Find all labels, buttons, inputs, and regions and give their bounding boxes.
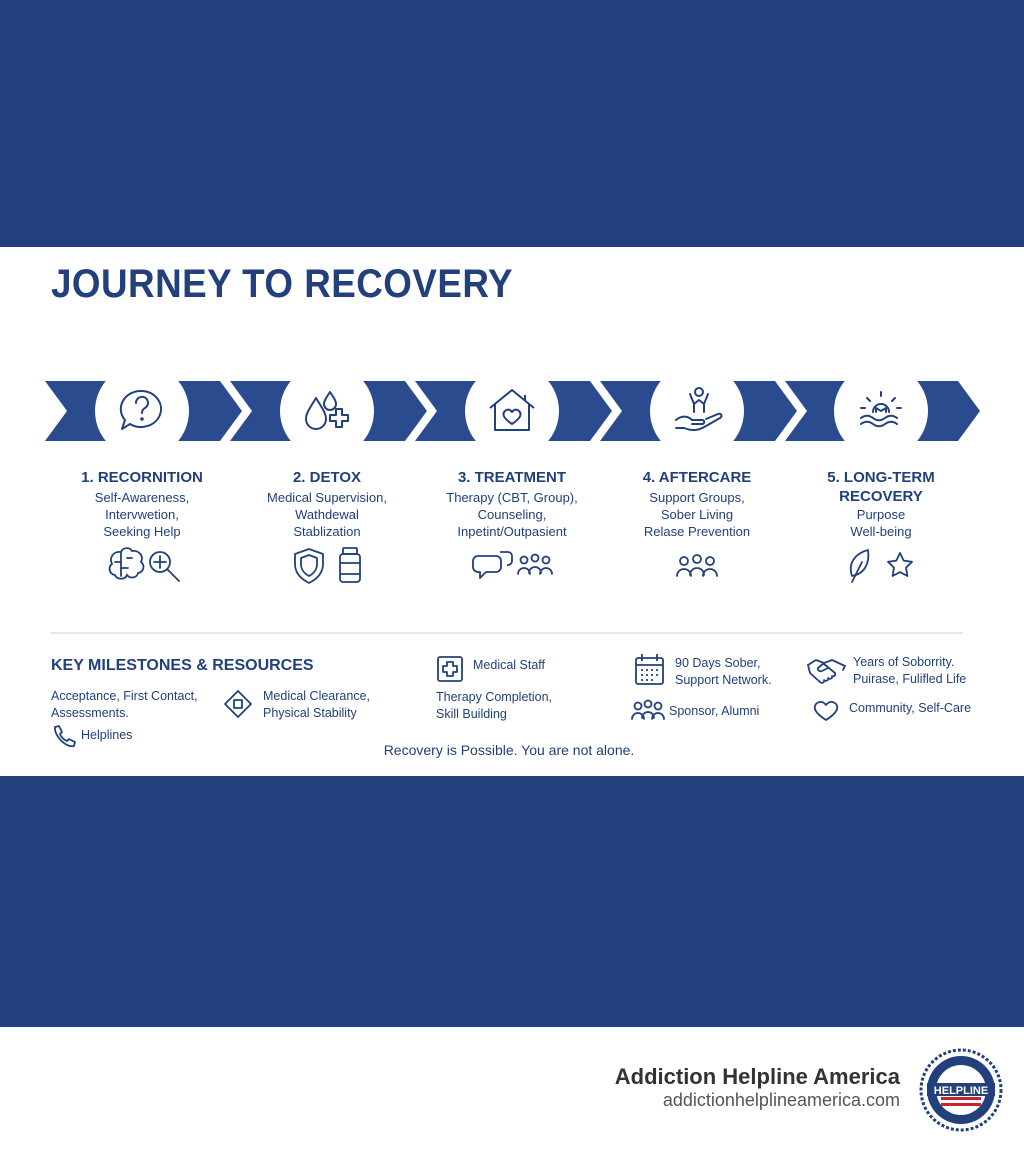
drops-plus-icon	[305, 391, 349, 430]
milestone-acceptance: Acceptance, First Contact, Assessments.	[51, 689, 198, 720]
group-people-icon-2	[676, 554, 718, 577]
infographic-panel	[0, 247, 1024, 776]
tagline: Recovery is Possible. You are not alone.	[383, 742, 635, 758]
step-desc-5: Purpose Well-being	[850, 507, 912, 539]
chat-bubbles-icon	[472, 551, 513, 579]
brain-icon	[108, 547, 145, 580]
step-title-2: 2. DETOX	[292, 469, 362, 486]
diamond-plus-icon	[224, 690, 252, 718]
helpline-badge-logo: HELPLINE	[919, 1048, 1003, 1132]
milestones-heading: KEY MILESTONES & RESOURCES	[51, 657, 314, 674]
milestone-therapy-completion: Therapy Completion, Skill Building	[436, 690, 553, 721]
step-title-1: 1. RECORNITION	[81, 469, 203, 486]
step-desc-1: Self-Awareness, Intervwetion, Seeking He…	[94, 490, 190, 539]
brand-name: Addiction Helpline America	[614, 1064, 900, 1089]
step-circle-4	[650, 364, 744, 458]
milestone-medical-clearance: Medical Clearance, Physical Stability	[263, 689, 370, 720]
speech-question-icon	[119, 389, 162, 430]
medical-cross-icon	[437, 656, 463, 682]
section-divider	[51, 632, 963, 634]
page-title: JOURNEY TO RECOVERY	[51, 262, 514, 306]
milestone-medical-staff: Medical Staff	[473, 658, 546, 672]
group-people-icon	[517, 553, 553, 575]
top-banner	[0, 0, 1024, 247]
milestone-90-days: 90 Days Sober, Support Network.	[675, 656, 772, 687]
phone-icon	[54, 725, 76, 748]
step-title-4: 4. AFTERCARE	[642, 469, 752, 486]
milestone-sponsor: Sponsor, Alumni	[669, 704, 760, 718]
heart-icon	[813, 700, 839, 721]
bottom-banner	[0, 776, 1024, 1027]
badge-text: HELPLINE	[934, 1085, 988, 1097]
step-circle-2	[280, 364, 374, 458]
star-icon	[887, 552, 913, 577]
step-desc-2: Medical Supervision, Wathdewal Stablizat…	[267, 490, 387, 539]
medicine-bottle-icon	[339, 547, 361, 583]
sunrise-person-icon	[860, 391, 902, 428]
milestone-years-sober: Years of Soborrity. Puirase, Fulifled Li…	[853, 655, 967, 686]
calendar-icon	[635, 654, 664, 685]
group-people-icon-3	[631, 699, 665, 720]
magnify-plus-icon	[149, 551, 180, 582]
hand-person-icon	[675, 387, 723, 432]
shield-icon	[294, 548, 324, 584]
milestone-community: Community, Self-Care	[849, 701, 972, 715]
milestone-helplines: Helplines	[81, 728, 133, 742]
house-heart-icon	[489, 389, 535, 431]
step-desc-3: Therapy (CBT, Group), Counseling, Inpeti…	[446, 490, 578, 539]
step-desc-4: Support Groups, Sober Living Relase Prev…	[643, 490, 751, 539]
handshake-icon	[807, 659, 846, 684]
leaf-icon	[849, 549, 870, 583]
brand-url: addictionhelplineamerica.com	[662, 1090, 900, 1110]
step-title-5: 5. LONG-TERM RECOVERY	[827, 469, 935, 505]
step-title-3: 3. TREATMENT	[457, 469, 567, 486]
